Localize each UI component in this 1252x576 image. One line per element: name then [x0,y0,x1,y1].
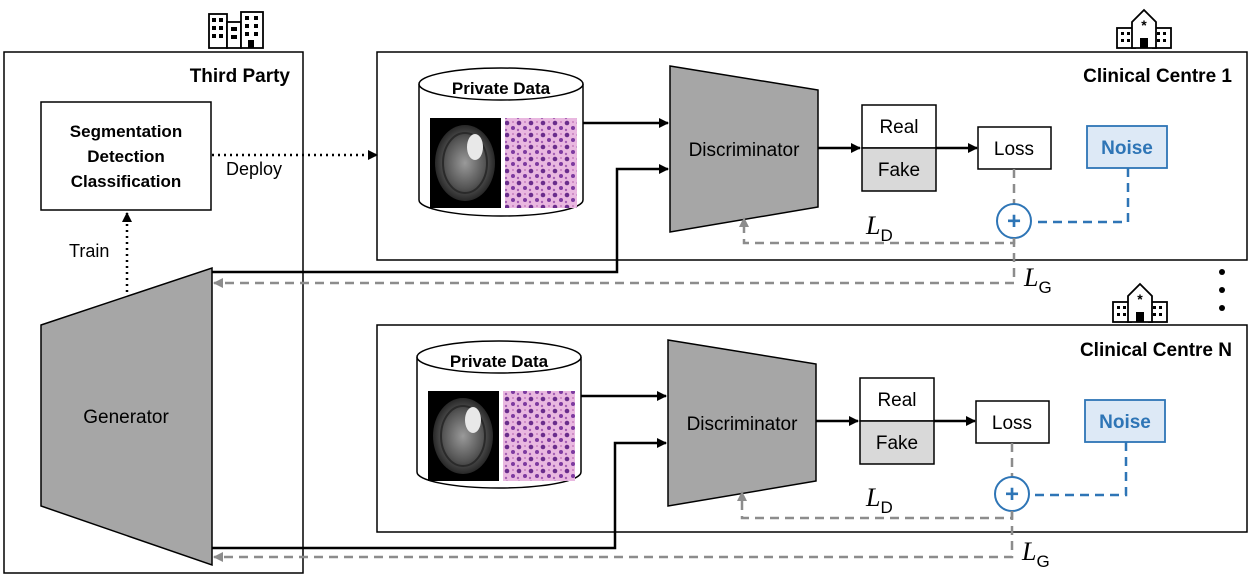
loss-label: Loss [992,413,1032,434]
generator-to-discriminator-n-arrow [212,438,667,550]
clinical-centre-1: Clinical Centre 1 * Private Data [376,8,1248,261]
noise-box [1086,125,1168,169]
ld-label: LD [865,483,893,517]
histology-image [505,118,577,208]
lg-feedback-arrow-1 [213,238,1016,288]
train-label: Train [69,241,109,261]
discriminator-label: Discriminator [689,140,801,161]
real-box [861,104,937,149]
discriminator-label: Discriminator [687,414,799,435]
task-detection: Detection [87,147,164,166]
hospital-icon: * [1116,8,1172,49]
fake-label: Fake [876,433,918,454]
plus-symbol: + [1005,481,1019,508]
third-party-border [3,51,304,574]
clinical-centre-n: Clinical Centre N * Private Data [376,282,1248,533]
noise-box [1084,399,1166,443]
task-box [40,101,212,211]
generator-shape [40,266,213,567]
third-party-panel: Third Party Segmentation Detection Class… [3,11,378,574]
noise-to-plus-line [1031,442,1128,497]
centre-1-border [376,51,1248,261]
svg-text:*: * [1137,291,1143,307]
noise-label: Noise [1101,138,1153,159]
centre-1-title: Clinical Centre 1 [1083,66,1232,87]
lg-label-1: LG [1023,263,1052,297]
histology-image [503,391,575,481]
noise-label: Noise [1099,412,1151,433]
lg-feedback-arrow-n [213,511,1014,562]
loss-label: Loss [994,139,1034,160]
mri-image [430,118,501,208]
noise-to-plus-line [1033,168,1130,224]
private-data-label: Private Data [452,79,551,98]
third-party-title: Third Party [190,66,291,87]
task-segmentation: Segmentation [70,122,182,141]
svg-text:*: * [1141,17,1147,33]
generator-label: Generator [83,407,169,428]
discriminator-shape [667,339,817,507]
lg-label-n: LG [1021,537,1050,571]
fake-label: Fake [878,160,920,181]
real-box [859,377,935,422]
generator-to-discriminator-1-arrow [212,164,669,274]
loss-box [975,400,1050,444]
vertical-ellipsis-icon [1219,269,1225,311]
mri-image [428,391,499,481]
real-label: Real [879,117,918,138]
hospital-icon: * [1112,282,1168,323]
private-data-cylinder: Private Data [418,67,584,217]
private-data-cylinder: Private Data [416,340,582,489]
private-data-label: Private Data [450,352,549,371]
centre-n-title: Clinical Centre N [1080,340,1232,361]
task-classification: Classification [71,172,182,191]
real-label: Real [877,390,916,411]
deploy-label: Deploy [226,159,282,179]
plus-symbol: + [1007,208,1021,235]
fake-box [859,420,935,465]
discriminator-shape [669,65,819,233]
ld-label: LD [865,211,893,245]
fake-box [861,147,937,192]
centre-n-border [376,324,1248,533]
building-icon [208,11,264,49]
